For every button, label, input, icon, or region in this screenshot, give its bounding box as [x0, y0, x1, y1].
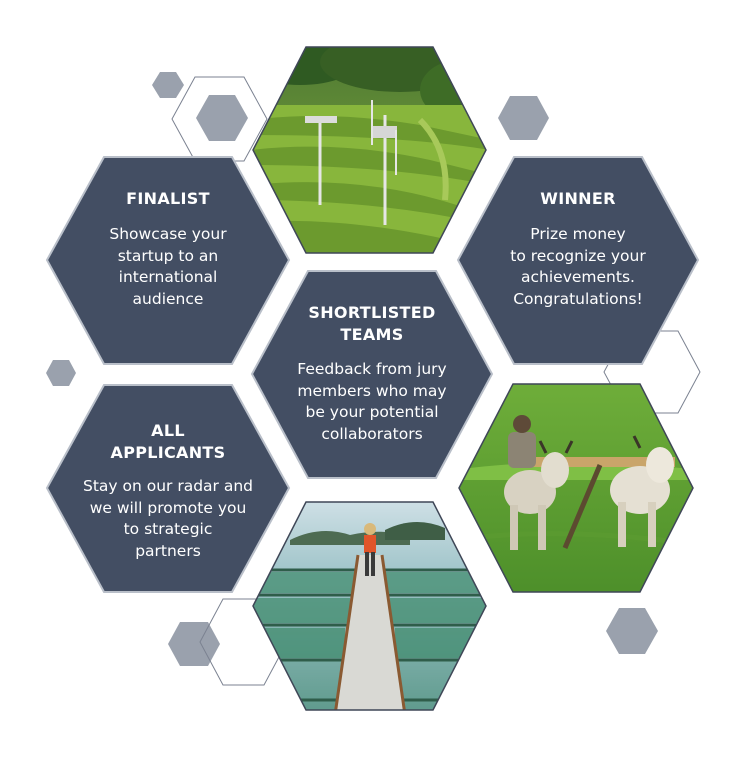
shortlisted-hexagon	[250, 270, 494, 479]
decor-hexagon	[168, 622, 220, 666]
applicants-title: ALL APPLICANTS	[110, 421, 226, 462]
winner-hexagon	[456, 156, 700, 365]
finalist-title: FINALIST	[126, 189, 210, 208]
decor-hexagon	[196, 95, 248, 141]
winner-description: Prize money to recognize your achievemen…	[510, 225, 646, 308]
ox-plough-field-photo	[459, 384, 693, 592]
shortlisted-description: Feedback from jury members who may be yo…	[297, 360, 447, 443]
finalist-card: FINALIST Showcase your startup to an int…	[72, 188, 264, 310]
decor-hexagon	[498, 96, 549, 140]
decor-hexagon	[46, 360, 76, 386]
shortlisted-card: SHORTLISTED TEAMS Feedback from jury mem…	[272, 302, 472, 445]
applicants-card: ALL APPLICANTS Stay on our radar and we …	[62, 420, 274, 562]
decor-hexagon	[152, 72, 184, 98]
decor-hexagon	[606, 608, 658, 654]
finalist-hexagon	[45, 156, 291, 365]
winner-title: WINNER	[540, 189, 616, 208]
winner-card: WINNER Prize money to recognize your ach…	[482, 188, 674, 310]
shortlisted-title: SHORTLISTED TEAMS	[308, 303, 436, 344]
fish-farm-pens-photo	[253, 502, 486, 710]
applicants-hexagon	[45, 384, 291, 593]
applicants-description: Stay on our radar and we will promote yo…	[82, 477, 254, 560]
finalist-description: Showcase your startup to an internationa…	[109, 225, 227, 308]
tea-plantation-sensors-photo	[253, 47, 486, 253]
